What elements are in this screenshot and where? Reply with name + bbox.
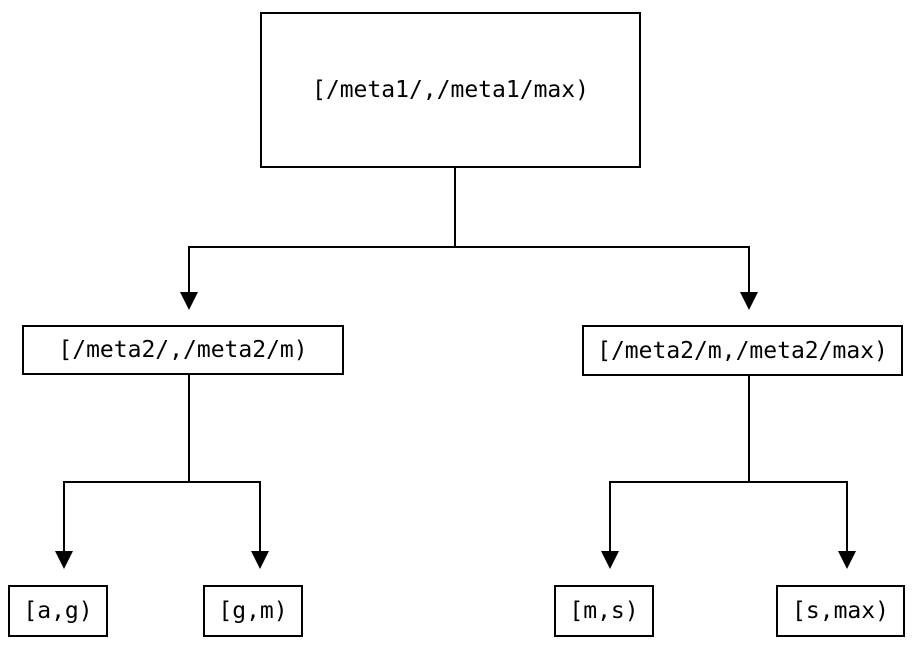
connector-left-subtree-rail <box>63 481 261 483</box>
arrow-down-icon <box>251 551 269 569</box>
connector-left-subtree-stem <box>188 375 190 483</box>
arrow-down-icon <box>601 551 619 569</box>
connector-leaf-ag-drop <box>63 481 65 552</box>
arrow-down-icon <box>740 292 758 310</box>
connector-level1-right-drop <box>748 246 750 293</box>
arrow-down-icon <box>180 292 198 310</box>
arrow-down-icon <box>838 551 856 569</box>
connector-root-stem <box>454 167 456 248</box>
tree-node-leaf-ms: [m,s) <box>554 585 654 637</box>
connector-right-subtree-stem <box>748 376 750 483</box>
tree-node-level1-left: [/meta2/,/meta2/m) <box>22 325 344 375</box>
tree-node-root: [/meta1/,/meta1/max) <box>260 12 641 168</box>
connector-level1-rail <box>188 246 750 248</box>
tree-node-level1-right: [/meta2/m,/meta2/max) <box>582 325 903 376</box>
tree-node-leaf-ag: [a,g) <box>8 585 108 637</box>
connector-leaf-gm-drop <box>259 481 261 552</box>
tree-node-root-label: [/meta1/,/meta1/max) <box>312 77 589 103</box>
connector-leaf-ms-drop <box>609 481 611 552</box>
connector-leaf-smax-drop <box>846 481 848 552</box>
tree-node-level1-right-label: [/meta2/m,/meta2/max) <box>597 337 888 364</box>
connector-level1-left-drop <box>188 246 190 293</box>
tree-node-leaf-ag-label: [a,g) <box>23 598 93 624</box>
tree-node-level1-left-label: [/meta2/,/meta2/m) <box>58 337 308 363</box>
tree-node-leaf-ms-label: [m,s) <box>569 598 639 624</box>
tree-node-leaf-gm-label: [g,m) <box>218 598 288 624</box>
tree-node-leaf-smax-label: [s,max) <box>792 598 889 624</box>
tree-node-leaf-gm: [g,m) <box>203 585 303 637</box>
tree-node-leaf-smax: [s,max) <box>776 585 905 637</box>
connector-right-subtree-rail <box>609 481 848 483</box>
arrow-down-icon <box>55 551 73 569</box>
